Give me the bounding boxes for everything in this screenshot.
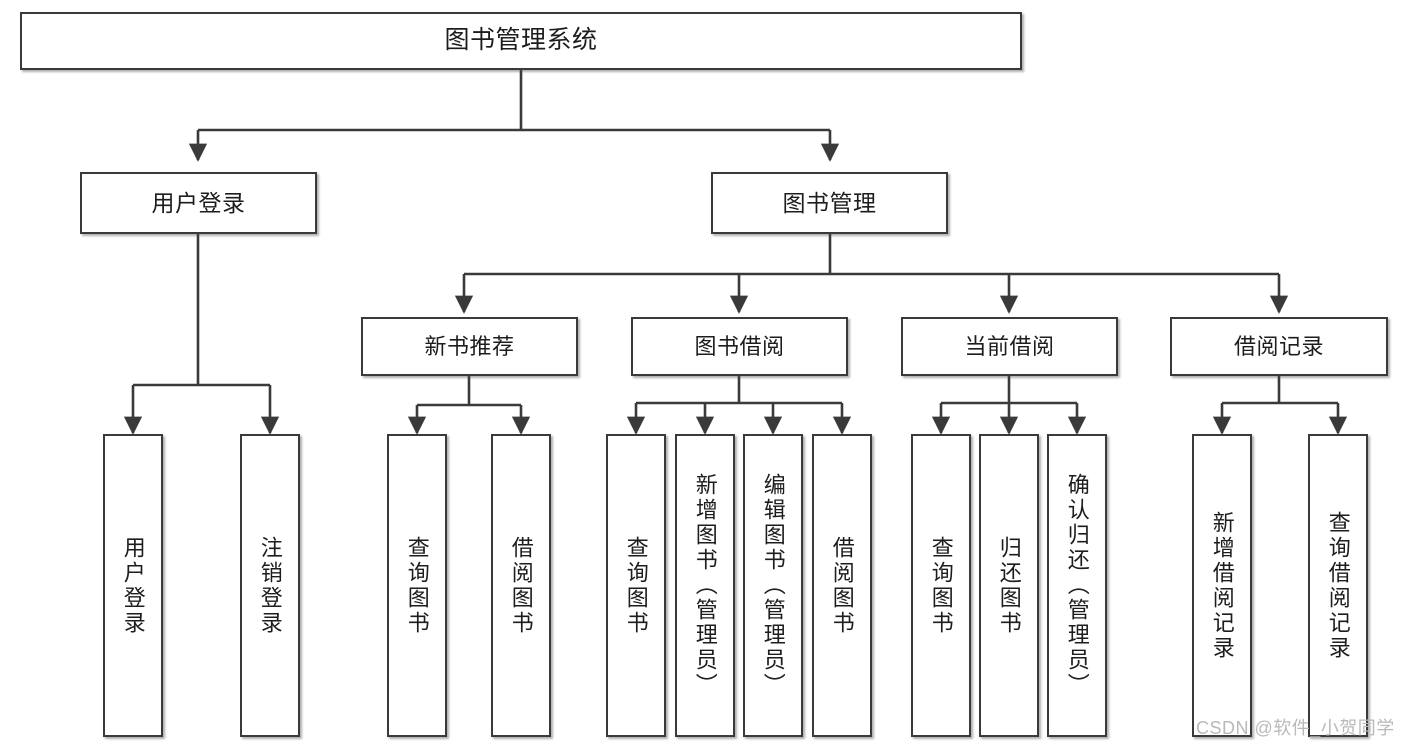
node-label: 查询图书 <box>928 535 954 636</box>
leaf-borrow-edit-book-admin[interactable]: 编辑图书（管理员） <box>743 434 803 737</box>
node-label: 用户登录 <box>151 189 246 216</box>
node-label: 注销登录 <box>257 535 283 636</box>
leaf-borrow-borrow-book[interactable]: 借阅图书 <box>812 434 872 737</box>
node-label: 图书借阅 <box>694 333 785 359</box>
leaf-record-add-record[interactable]: 新增借阅记录 <box>1192 434 1252 737</box>
node-label: 用户登录 <box>120 535 146 636</box>
leaf-record-query-record[interactable]: 查询借阅记录 <box>1308 434 1368 737</box>
node-label: 新增图书（管理员） <box>692 473 718 698</box>
node-book-management[interactable]: 图书管理 <box>711 172 948 234</box>
node-label: 借阅图书 <box>508 535 534 636</box>
node-label: 确认归还（管理员） <box>1064 473 1090 698</box>
node-label: 查询图书 <box>404 535 430 636</box>
node-label: 图书管理 <box>782 189 877 216</box>
leaf-borrow-query-book[interactable]: 查询图书 <box>606 434 666 737</box>
node-current-borrow[interactable]: 当前借阅 <box>901 317 1118 376</box>
node-label: 图书管理系统 <box>444 26 598 55</box>
leaf-recommend-query-book[interactable]: 查询图书 <box>387 434 447 737</box>
node-label: 查询借阅记录 <box>1325 510 1351 661</box>
csdn-watermark: CSDN @软件_小贺同学 <box>1196 718 1395 738</box>
leaf-user-login-login[interactable]: 用户登录 <box>103 434 163 737</box>
node-label: 借阅记录 <box>1233 333 1324 359</box>
node-label: 编辑图书（管理员） <box>760 473 786 698</box>
node-new-book-recommend[interactable]: 新书推荐 <box>361 317 578 376</box>
node-label: 新增借阅记录 <box>1209 510 1235 661</box>
leaf-current-return-book[interactable]: 归还图书 <box>979 434 1039 737</box>
node-book-borrow[interactable]: 图书借阅 <box>631 317 848 376</box>
node-user-login[interactable]: 用户登录 <box>80 172 317 234</box>
node-label: 当前借阅 <box>964 333 1055 359</box>
node-borrow-record[interactable]: 借阅记录 <box>1170 317 1388 376</box>
leaf-current-query-book[interactable]: 查询图书 <box>911 434 971 737</box>
node-label: 归还图书 <box>996 535 1022 636</box>
node-label: 查询图书 <box>623 535 649 636</box>
leaf-recommend-borrow-book[interactable]: 借阅图书 <box>491 434 551 737</box>
leaf-user-login-logout[interactable]: 注销登录 <box>240 434 300 737</box>
leaf-current-confirm-return-admin[interactable]: 确认归还（管理员） <box>1047 434 1107 737</box>
node-root-system[interactable]: 图书管理系统 <box>20 12 1022 70</box>
leaf-borrow-add-book-admin[interactable]: 新增图书（管理员） <box>675 434 735 737</box>
node-label: 新书推荐 <box>424 333 515 359</box>
node-label: 借阅图书 <box>829 535 855 636</box>
